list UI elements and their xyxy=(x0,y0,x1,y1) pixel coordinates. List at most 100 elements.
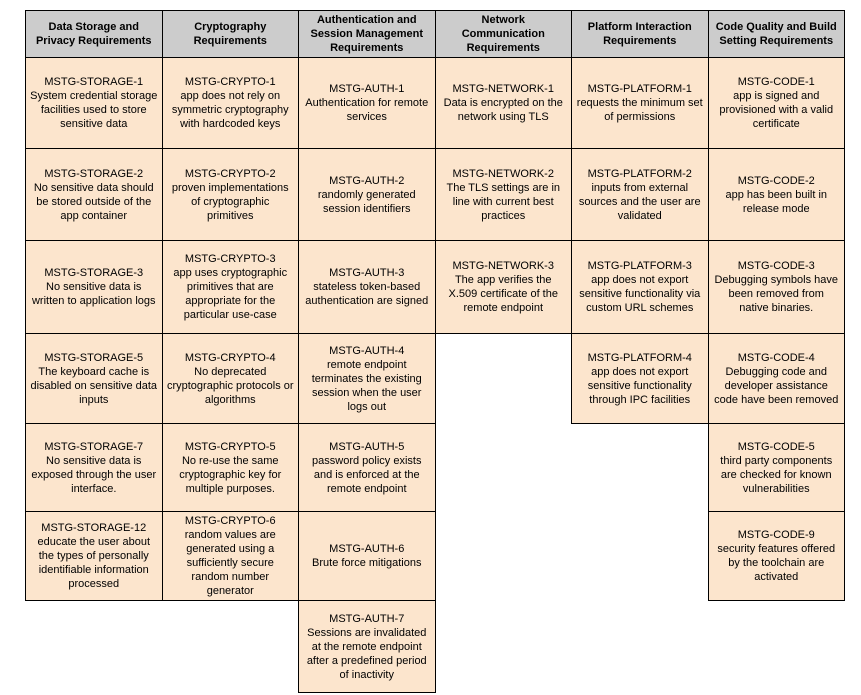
cell-mstg-auth-3: MSTG-AUTH-3 stateless token-based authen… xyxy=(298,240,436,334)
requirement-text: Brute force mitigations xyxy=(312,557,422,569)
table-row: MSTG-STORAGE-5 The keyboard cache is dis… xyxy=(25,333,845,424)
column-header-data-storage: Data Storage and Privacy Requirements xyxy=(25,10,163,58)
table-row: MSTG-STORAGE-1 System credential storage… xyxy=(25,57,845,149)
mstg-requirements-table: Data Storage and Privacy Requirements Cr… xyxy=(25,10,845,693)
requirement-text: No deprecated cryptographic protocols or… xyxy=(166,365,294,406)
requirement-id: MSTG-CODE-4 xyxy=(737,351,815,364)
requirement-text: remote endpoint terminates the existing … xyxy=(311,358,422,413)
cell-mstg-auth-4: MSTG-AUTH-4 remote endpoint terminates t… xyxy=(298,333,436,424)
requirement-id: MSTG-CRYPTO-4 xyxy=(184,351,276,364)
requirement-text: app uses cryptographic primitives that a… xyxy=(173,267,288,321)
requirement-text: educate the user about the types of pers… xyxy=(37,536,151,590)
cell-mstg-network-3: MSTG-NETWORK-3 The app verifies the X.50… xyxy=(434,240,572,334)
requirement-id: MSTG-CODE-1 xyxy=(737,76,815,88)
requirement-text: No sensitive data should be stored outsi… xyxy=(33,181,154,222)
requirement-text: app does not rely on symmetric cryptogra… xyxy=(171,90,289,130)
requirement-text: app does not export sensitive functional… xyxy=(587,365,692,406)
requirement-id: MSTG-AUTH-7 xyxy=(329,612,405,625)
requirement-text: inputs from external sources and the use… xyxy=(578,181,701,222)
requirement-text: security features offered by the toolcha… xyxy=(717,543,836,583)
requirement-id: MSTG-AUTH-5 xyxy=(329,440,405,453)
requirement-id: MSTG-STORAGE-12 xyxy=(41,522,147,534)
requirement-text: The app verifies the X.509 certificate o… xyxy=(448,274,558,314)
cell-mstg-code-3: MSTG-CODE-3 Debugging symbols have been … xyxy=(707,240,845,334)
empty-cell xyxy=(435,601,572,693)
cell-mstg-code-2: MSTG-CODE-2 app has been built in releas… xyxy=(707,148,845,241)
requirement-id: MSTG-CRYPTO-5 xyxy=(184,440,276,453)
cell-mstg-platform-1: MSTG-PLATFORM-1 requests the minimum set… xyxy=(571,57,709,149)
cell-mstg-storage-3: MSTG-STORAGE-3 No sensitive data is writ… xyxy=(25,240,163,334)
empty-cell xyxy=(162,601,299,693)
requirement-id: MSTG-STORAGE-2 xyxy=(44,167,144,180)
requirement-id: MSTG-PLATFORM-2 xyxy=(587,167,692,180)
header-row: Data Storage and Privacy Requirements Cr… xyxy=(25,10,845,58)
cell-mstg-auth-5: MSTG-AUTH-5 password policy exists and i… xyxy=(298,423,436,512)
requirement-text: No re-use the same cryptographic key for… xyxy=(179,454,282,495)
empty-cell xyxy=(435,334,572,424)
requirement-id: MSTG-CODE-3 xyxy=(737,260,815,272)
column-header-authentication: Authentication and Session Management Re… xyxy=(298,10,436,58)
cell-mstg-storage-2: MSTG-STORAGE-2 No sensitive data should … xyxy=(25,148,163,241)
requirement-text: random values are generated using a suff… xyxy=(184,529,276,597)
cell-mstg-network-1: MSTG-NETWORK-1 Data is encrypted on the … xyxy=(434,57,572,149)
requirement-text: proven implementations of cryptographic … xyxy=(171,181,289,222)
requirement-id: MSTG-NETWORK-3 xyxy=(452,260,554,272)
table-row: MSTG-STORAGE-12 educate the user about t… xyxy=(25,511,845,601)
column-header-code-quality: Code Quality and Build Setting Requireme… xyxy=(707,10,845,58)
requirement-id: MSTG-PLATFORM-1 xyxy=(587,83,692,95)
requirement-text: Debugging code and developer assistance … xyxy=(714,365,839,406)
requirement-text: Data is encrypted on the network using T… xyxy=(443,97,563,123)
requirement-id: MSTG-STORAGE-7 xyxy=(44,440,144,453)
column-header-cryptography: Cryptography Requirements xyxy=(161,10,299,58)
cell-mstg-auth-1: MSTG-AUTH-1 Authentication for remote se… xyxy=(298,57,436,149)
requirement-id: MSTG-AUTH-2 xyxy=(329,174,405,187)
cell-mstg-code-1: MSTG-CODE-1 app is signed and provisione… xyxy=(707,57,845,149)
requirement-id: MSTG-CODE-2 xyxy=(737,174,815,187)
cell-mstg-platform-4: MSTG-PLATFORM-4 app does not export sens… xyxy=(571,333,709,424)
requirement-text: password policy exists and is enforced a… xyxy=(312,454,422,495)
requirement-id: MSTG-AUTH-6 xyxy=(329,543,405,555)
requirement-id: MSTG-STORAGE-3 xyxy=(44,267,144,279)
requirement-text: stateless token-based authentication are… xyxy=(305,281,429,307)
requirement-id: MSTG-PLATFORM-3 xyxy=(587,260,692,272)
requirement-id: MSTG-AUTH-4 xyxy=(329,344,405,357)
cell-mstg-code-9: MSTG-CODE-9 security features offered by… xyxy=(707,511,845,601)
table-row: MSTG-AUTH-7 Sessions are invalidated at … xyxy=(26,600,845,693)
cell-mstg-storage-12: MSTG-STORAGE-12 educate the user about t… xyxy=(25,511,163,601)
requirement-text: The keyboard cache is disabled on sensit… xyxy=(30,365,158,406)
requirement-id: MSTG-CRYPTO-2 xyxy=(184,167,276,180)
requirement-id: MSTG-CODE-9 xyxy=(737,529,815,541)
requirement-id: MSTG-PLATFORM-4 xyxy=(587,351,692,364)
cell-mstg-code-5: MSTG-CODE-5 third party components are c… xyxy=(707,423,845,512)
requirement-id: MSTG-AUTH-3 xyxy=(329,267,405,279)
requirement-text: app is signed and provisioned with a val… xyxy=(719,90,834,130)
requirement-id: MSTG-STORAGE-1 xyxy=(44,76,144,88)
empty-cell xyxy=(572,601,709,693)
empty-cell xyxy=(708,601,845,693)
table-row: MSTG-STORAGE-7 No sensitive data is expo… xyxy=(25,423,845,512)
requirement-text: No sensitive data is written to applicat… xyxy=(31,281,156,307)
requirement-id: MSTG-CRYPTO-6 xyxy=(184,515,276,527)
requirement-text: app has been built in release mode xyxy=(725,188,828,215)
cell-mstg-crypto-4: MSTG-CRYPTO-4 No deprecated cryptographi… xyxy=(161,333,299,424)
table-row: MSTG-STORAGE-2 No sensitive data should … xyxy=(25,148,845,241)
requirement-text: requests the minimum set of permissions xyxy=(576,97,703,123)
cell-mstg-crypto-2: MSTG-CRYPTO-2 proven implementations of … xyxy=(161,148,299,241)
requirement-id: MSTG-NETWORK-2 xyxy=(452,167,554,180)
cell-mstg-platform-3: MSTG-PLATFORM-3 app does not export sens… xyxy=(571,240,709,334)
cell-mstg-crypto-5: MSTG-CRYPTO-5 No re-use the same cryptog… xyxy=(161,423,299,512)
cell-mstg-code-4: MSTG-CODE-4 Debugging code and developer… xyxy=(707,333,845,424)
requirement-text: randomly generated session identifiers xyxy=(317,188,416,215)
empty-cell xyxy=(572,512,709,601)
requirement-text: third party components are checked for k… xyxy=(720,454,833,495)
cell-mstg-auth-2: MSTG-AUTH-2 randomly generated session i… xyxy=(298,148,436,241)
requirement-id: MSTG-AUTH-1 xyxy=(329,83,405,95)
requirement-text: The TLS settings are in line with curren… xyxy=(446,181,561,222)
cell-mstg-auth-6: MSTG-AUTH-6 Brute force mitigations xyxy=(298,511,436,601)
cell-mstg-storage-5: MSTG-STORAGE-5 The keyboard cache is dis… xyxy=(25,333,163,424)
requirement-id: MSTG-CRYPTO-1 xyxy=(184,76,276,88)
cell-mstg-crypto-6: MSTG-CRYPTO-6 random values are generate… xyxy=(161,511,299,601)
requirement-text: System credential storage facilities use… xyxy=(30,90,158,130)
cell-mstg-crypto-3: MSTG-CRYPTO-3 app uses cryptographic pri… xyxy=(161,240,299,334)
empty-cell xyxy=(26,601,163,693)
